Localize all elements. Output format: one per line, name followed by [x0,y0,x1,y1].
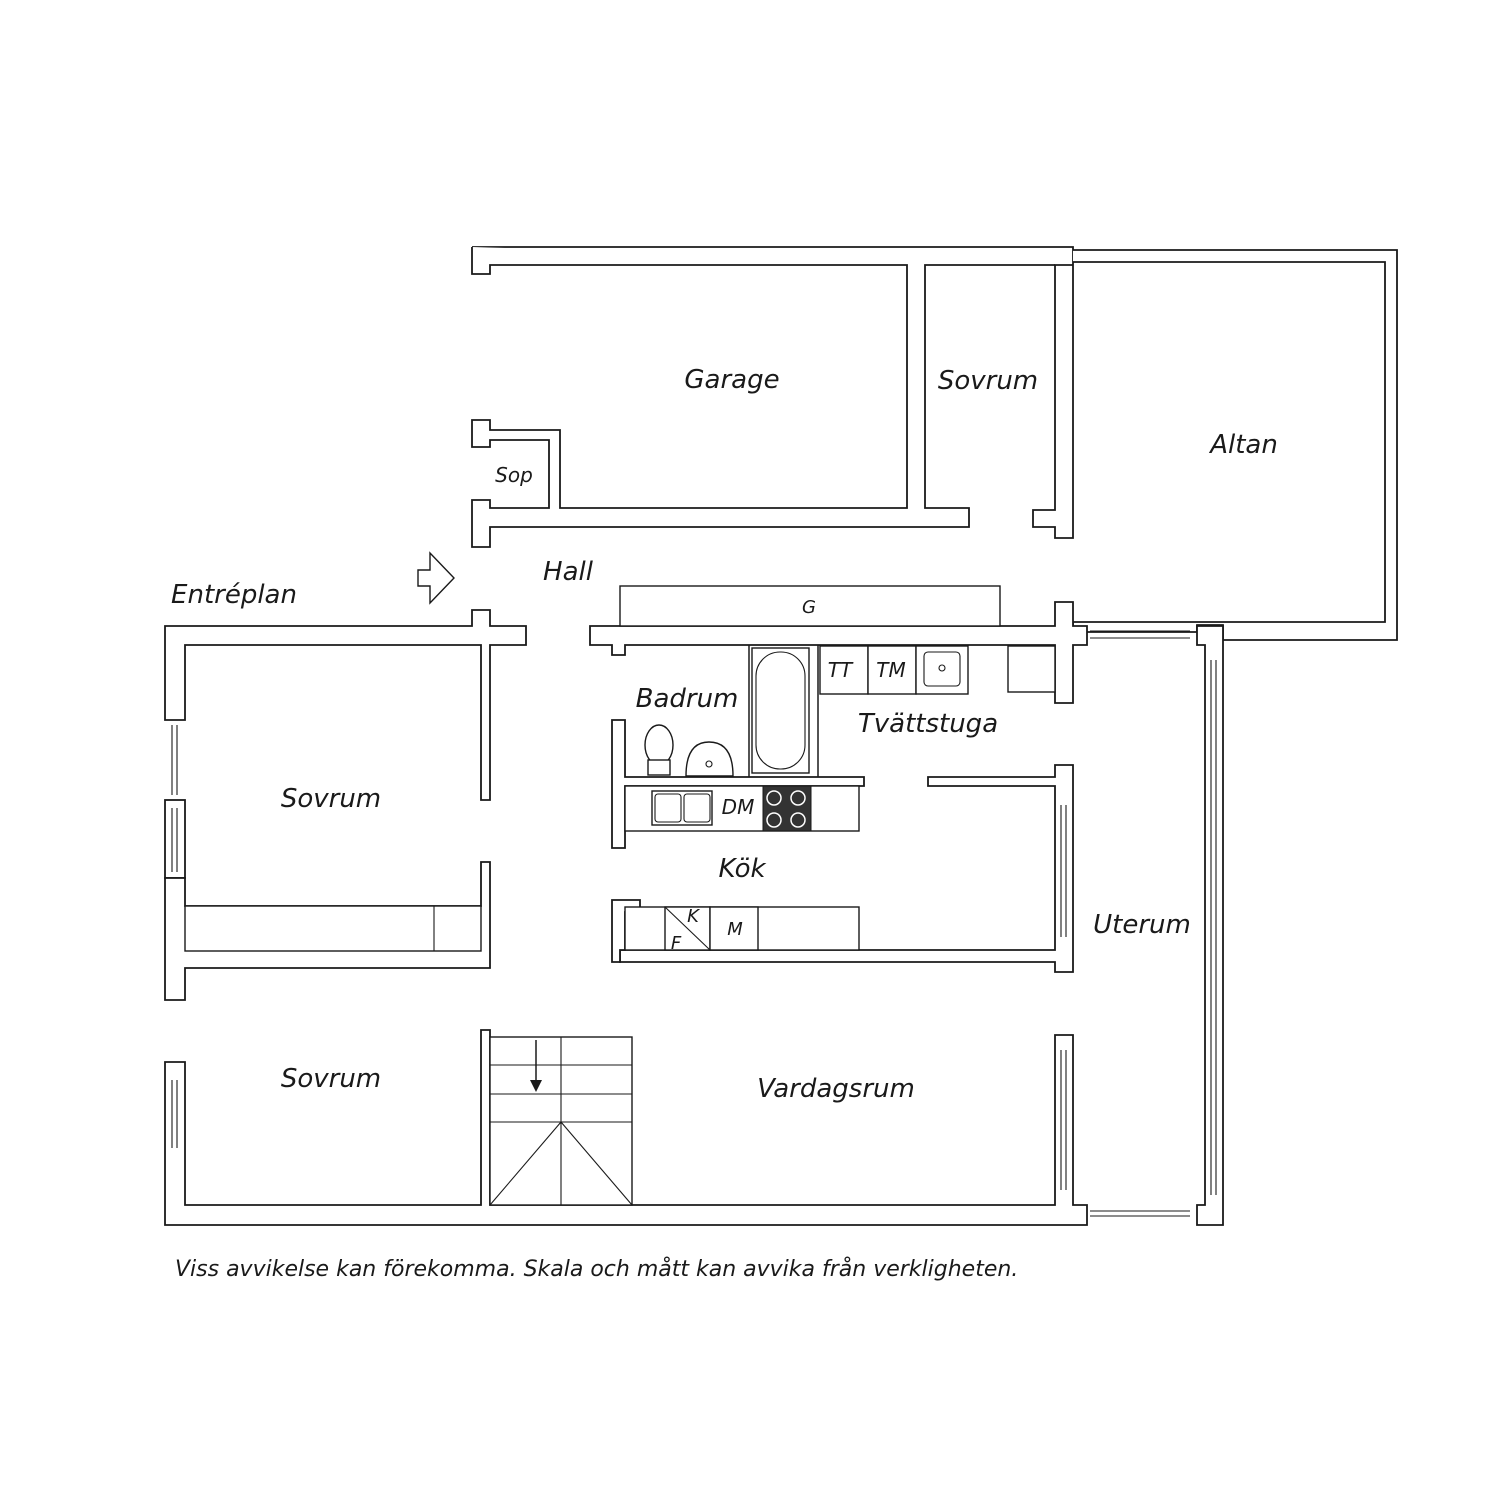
kitchen-sink-icon [651,790,713,826]
divider [664,906,711,951]
room-label-garage: Garage [684,365,779,395]
wall [164,799,186,879]
stair-step [489,1121,562,1206]
dryer [819,645,869,695]
stove-plate [790,790,806,806]
room-label-sovrum-bottom: Sovrum [281,1064,381,1094]
fixture-label-m: M [727,919,743,940]
sink-bowl [683,793,711,823]
laundry-sink-drain [938,664,946,672]
washer [867,645,917,695]
sink-bowl [654,793,682,823]
fixture-label-k: K [687,906,700,927]
laundry-sink-bowl [923,651,961,687]
wall [619,764,1074,973]
room-label-altan: Altan [1208,430,1278,460]
room-label-kok: Kök [718,854,766,884]
wardrobe [184,905,482,952]
microwave [709,906,759,951]
room-label-sovrum-top: Sovrum [938,366,1038,396]
room-label-vardagsrum: Vardagsrum [757,1074,915,1104]
bathtub-inner [755,651,806,770]
stair-step [560,1121,633,1206]
wall [164,1029,1088,1226]
stair-arrow-head [530,1080,542,1092]
room-label-sovrum-left: Sovrum [281,784,381,814]
fixture-label-f: F [671,933,682,954]
bathtub [751,647,810,774]
room-label-badrum: Badrum [636,684,739,714]
wall [611,719,865,849]
wall [471,247,1055,548]
room-label-tvattstuga: Tvättstuga [858,709,998,739]
floor-label: Entréplan [171,580,297,610]
fixture-label-tm: TM [876,658,905,682]
toilet-icon [644,724,674,766]
entrance-arrow-icon [417,551,455,605]
cabinet [1007,645,1056,693]
stove-plate [790,812,806,828]
room-label-hall: Hall [543,557,594,587]
fixture-label-g: G [802,597,816,618]
fixture-label-dm: DM [722,795,755,819]
wall [1196,625,1224,1226]
wardrobe [619,585,1001,627]
fixture-label-tt: TT [828,658,854,682]
stove-plate [766,790,782,806]
wall [164,609,527,801]
labels: Garage Sovrum Altan Sop Hall Entréplan G… [171,365,1278,1282]
wall [589,601,1088,704]
room-label-sop: Sop [495,463,533,487]
washbasin-drain [705,760,713,768]
washbasin-icon [685,741,734,777]
fixtures [184,551,1056,1206]
room-label-uterum: Uterum [1093,910,1191,940]
stove-plate [766,812,782,828]
disclaimer: Viss avvikelse kan förekomma. Skala och … [175,1256,1018,1282]
toilet-tank [647,759,671,776]
